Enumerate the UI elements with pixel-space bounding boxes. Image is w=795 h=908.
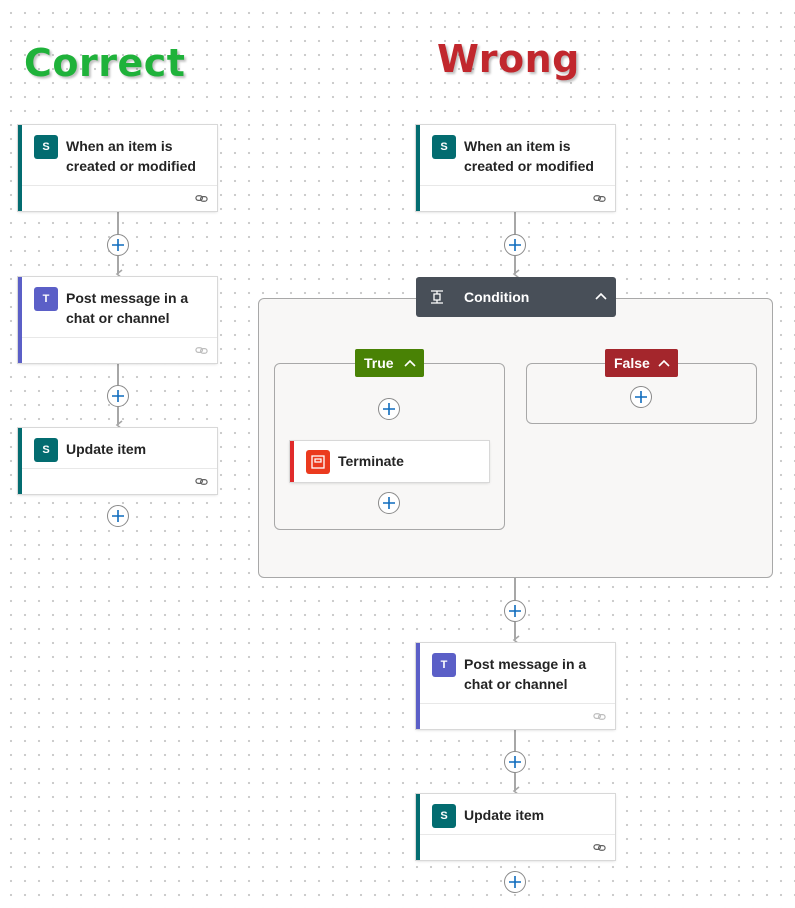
chevron-up-icon[interactable] [594, 289, 608, 303]
card-title: Terminate [338, 453, 404, 469]
card-title: When an item is created or modified [66, 138, 196, 174]
add-step-button[interactable] [378, 398, 400, 420]
card-title: When an item is created or modified [464, 138, 594, 174]
heading-correct: Correct [24, 41, 186, 85]
add-step-button[interactable] [378, 492, 400, 514]
add-step-button[interactable] [504, 871, 526, 893]
link-icon[interactable] [593, 710, 606, 723]
terminate-icon [306, 450, 330, 474]
plus-icon [383, 403, 395, 415]
plus-icon [509, 756, 521, 768]
add-step-button[interactable] [107, 385, 129, 407]
plus-icon [509, 239, 521, 251]
heading-wrong: Wrong [437, 37, 580, 81]
card-post-message-wrong[interactable]: T Post message in a chat or channel [416, 643, 615, 729]
sharepoint-icon: S [34, 438, 58, 462]
card-trigger-correct[interactable]: S When an item is created or modified [18, 125, 217, 211]
teams-icon: T [432, 653, 456, 677]
card-title: Post message in a chat or channel [66, 290, 189, 326]
plus-icon [635, 391, 647, 403]
card-title: Update item [66, 441, 147, 457]
add-step-button[interactable] [107, 505, 129, 527]
true-branch-tag[interactable]: True [355, 349, 424, 377]
plus-icon [112, 239, 124, 251]
link-icon[interactable] [593, 841, 606, 854]
condition-title: Condition [464, 289, 530, 305]
sharepoint-icon: S [432, 804, 456, 828]
link-icon[interactable] [195, 475, 208, 488]
plus-icon [509, 876, 521, 888]
card-update-item-wrong[interactable]: S Update item [416, 794, 615, 860]
card-trigger-wrong[interactable]: S When an item is created or modified [416, 125, 615, 211]
link-icon[interactable] [195, 192, 208, 205]
teams-icon: T [34, 287, 58, 311]
false-branch-label: False [614, 355, 650, 371]
plus-icon [112, 390, 124, 402]
add-step-button[interactable] [504, 234, 526, 256]
link-icon[interactable] [593, 192, 606, 205]
sharepoint-icon: S [34, 135, 58, 159]
add-step-button[interactable] [107, 234, 129, 256]
condition-icon [431, 290, 443, 304]
card-terminate[interactable]: Terminate [290, 441, 489, 482]
card-title: Post message in a chat or channel [464, 656, 587, 692]
link-icon[interactable] [195, 344, 208, 357]
plus-icon [509, 605, 521, 617]
card-update-item-correct[interactable]: S Update item [18, 428, 217, 494]
card-title: Update item [464, 807, 545, 823]
true-branch-label: True [364, 355, 394, 371]
add-step-button[interactable] [630, 386, 652, 408]
add-step-button[interactable] [504, 600, 526, 622]
chevron-up-icon[interactable] [403, 356, 417, 370]
add-step-button[interactable] [504, 751, 526, 773]
sharepoint-icon: S [432, 135, 456, 159]
condition-header[interactable]: Condition [416, 277, 616, 317]
chevron-up-icon[interactable] [657, 356, 671, 370]
false-branch-tag[interactable]: False [605, 349, 678, 377]
plus-icon [383, 497, 395, 509]
card-post-message-correct[interactable]: T Post message in a chat or channel [18, 277, 217, 363]
plus-icon [112, 510, 124, 522]
